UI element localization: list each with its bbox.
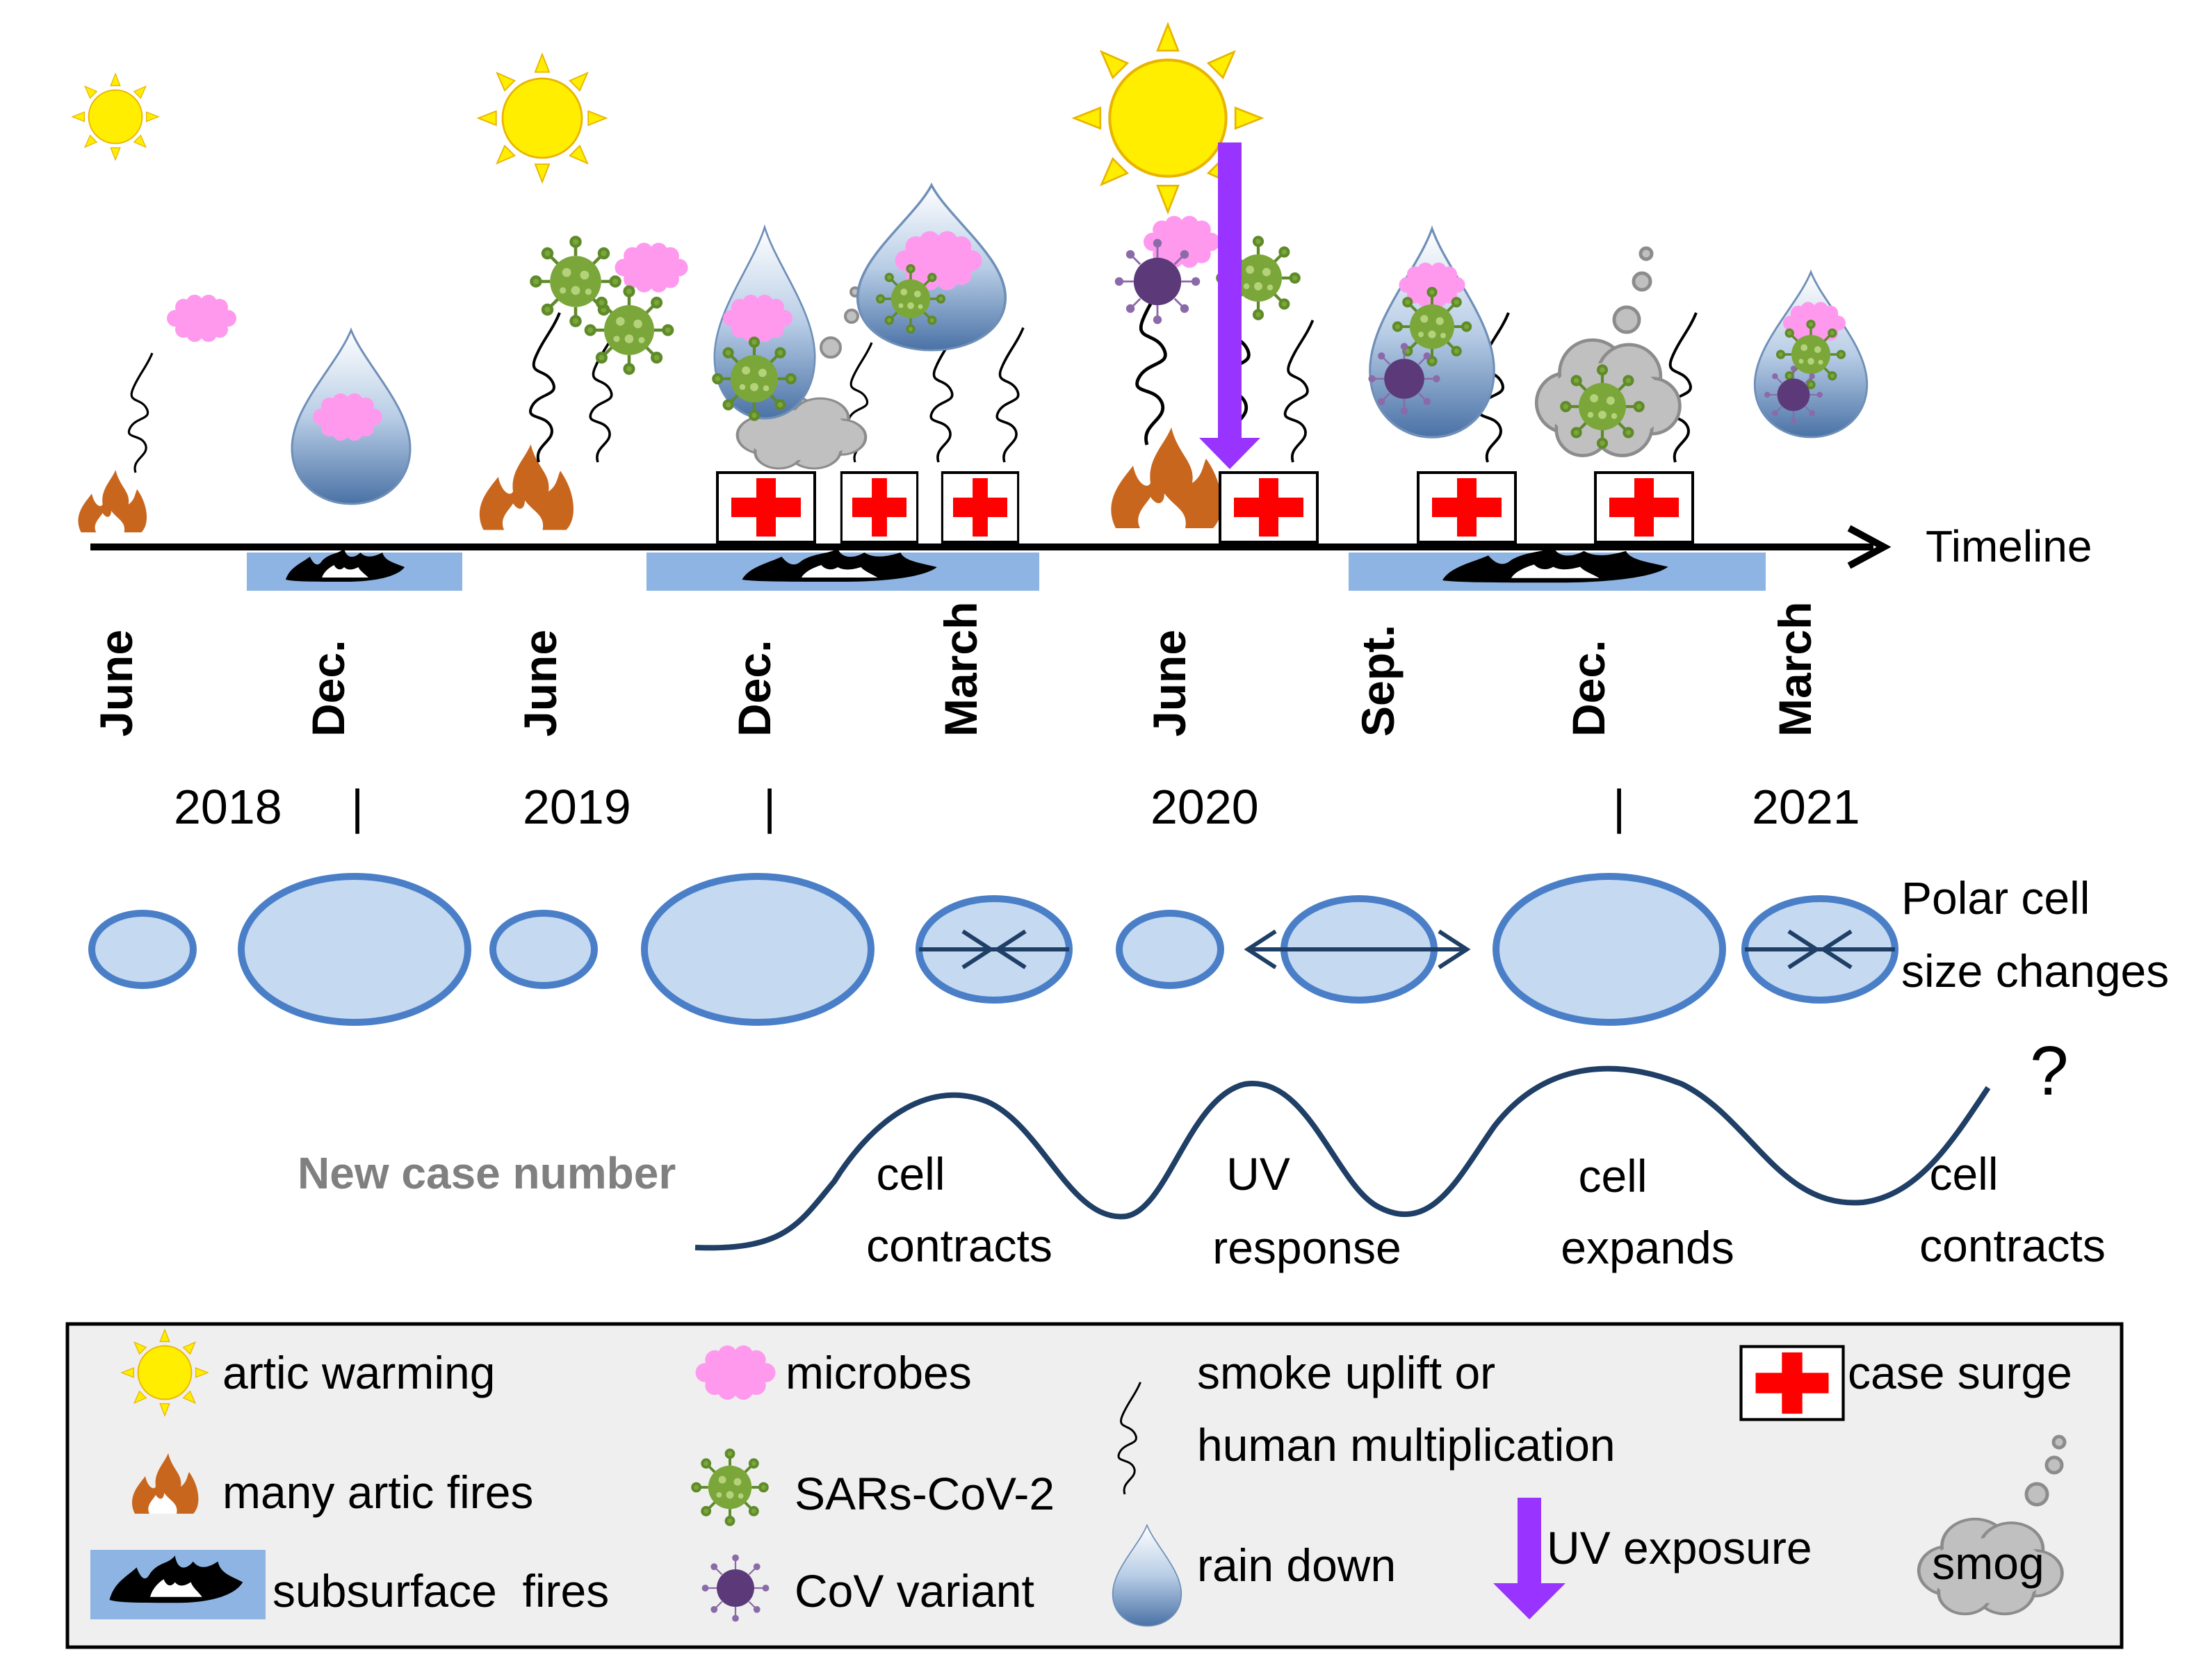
legend-sars: SARs-CoV-2 xyxy=(795,1468,1055,1519)
legend-artic-warming: artic warming xyxy=(222,1347,495,1398)
cov-variant-icon xyxy=(1764,366,1823,424)
legend-smoke-1: smoke uplift or xyxy=(1197,1347,1495,1398)
legend-smoke-2: human multiplication xyxy=(1197,1419,1616,1471)
uv-exposure-icon xyxy=(1493,1498,1566,1619)
month-label: Dec. xyxy=(1563,640,1614,737)
sars-cov-2-icon xyxy=(691,1448,769,1526)
phase-label: cell xyxy=(1578,1150,1647,1202)
phase-label: contracts xyxy=(866,1220,1052,1271)
new-case-curve xyxy=(694,1065,1991,1251)
sun-icon xyxy=(477,53,608,183)
case-surge-icon xyxy=(840,471,919,543)
microbe-icon xyxy=(313,393,382,441)
sars-cov-2-icon xyxy=(1394,288,1470,365)
year-separator: | xyxy=(763,780,776,834)
sars-cov-2-icon xyxy=(586,287,672,373)
subsurface-fire-icon xyxy=(1349,546,1766,591)
legend-case-surge: case surge xyxy=(1848,1347,2072,1398)
case-surge-icon xyxy=(1741,1347,1844,1420)
case-surge-icon xyxy=(716,471,816,543)
year-label: 2019 xyxy=(523,780,631,834)
case-surge-icon xyxy=(1417,471,1517,543)
legend-variant: CoV variant xyxy=(795,1565,1034,1617)
legend-smog: smog xyxy=(1932,1537,2044,1589)
month-label: March xyxy=(1769,602,1821,737)
timeline-axis xyxy=(90,525,1892,569)
year-label: 2020 xyxy=(1150,780,1259,834)
phase-label: UV xyxy=(1226,1148,1290,1200)
smoke-uplift-icon xyxy=(127,352,154,474)
polar-cell xyxy=(641,873,875,1026)
phase-label: contracts xyxy=(1919,1220,2106,1271)
subsurface-fire-icon xyxy=(247,548,462,591)
smog-bubbles-icon xyxy=(1612,246,1654,334)
timeline-label: Timeline xyxy=(1926,521,2092,571)
year-label: 2021 xyxy=(1752,780,1860,834)
sars-cov-2-icon xyxy=(532,238,620,326)
month-label: June xyxy=(514,630,566,737)
fire-icon xyxy=(78,470,147,532)
microbe-icon xyxy=(723,295,792,342)
year-label: 2018 xyxy=(174,780,282,834)
sars-cov-2-icon xyxy=(875,263,946,334)
legend-microbes: microbes xyxy=(786,1347,972,1398)
question-mark: ? xyxy=(2030,1032,2069,1110)
polar-cell xyxy=(489,910,598,989)
month-label: Dec. xyxy=(302,640,354,737)
phase-label: response xyxy=(1212,1222,1401,1273)
month-labels: June Dec. June Dec. March June Sept. Dec. March xyxy=(90,602,1821,737)
uv-exposure-arrow xyxy=(1199,142,1260,469)
smoke-uplift-icon xyxy=(995,326,1025,464)
phase-label: cell xyxy=(876,1148,945,1200)
case-surge-icon xyxy=(1219,471,1319,543)
cov-variant-icon xyxy=(1368,343,1440,415)
case-surge-icon xyxy=(941,471,1020,543)
year-separator: | xyxy=(351,780,364,834)
polar-cell xyxy=(88,910,197,989)
smoke-uplift-icon xyxy=(1283,318,1315,464)
sun-icon xyxy=(72,73,159,161)
month-label: June xyxy=(1144,630,1195,737)
fire-icon xyxy=(479,444,574,530)
legend-subsurface: subsurface fires xyxy=(273,1565,609,1617)
polar-cell-label: size changes xyxy=(1901,945,2169,997)
month-label: Dec. xyxy=(729,640,780,737)
cov-variant-icon xyxy=(1114,238,1201,325)
polar-cell xyxy=(238,873,471,1026)
legend-many-fires: many artic fires xyxy=(222,1466,533,1518)
timeline-scene: Timeline June Dec. June Dec. March June Sept. D… xyxy=(72,24,2092,834)
cell-arrows xyxy=(919,929,1895,970)
phase-label: expands xyxy=(1561,1222,1734,1273)
month-label: June xyxy=(90,630,142,737)
polar-cell-label: Polar cell xyxy=(1901,872,2090,924)
new-case-curve-section: New case number ? cell contracts UV resp… xyxy=(298,1032,2106,1273)
legend-uv: UV exposure xyxy=(1547,1522,1812,1573)
polar-cells xyxy=(88,873,1898,1026)
polar-cell xyxy=(1116,910,1224,989)
legend-rain: rain down xyxy=(1197,1539,1396,1591)
microbe-icon xyxy=(695,1345,776,1400)
month-label: March xyxy=(935,602,986,737)
cov-variant-icon xyxy=(701,1554,770,1622)
smog-bubbles-icon xyxy=(820,286,861,359)
case-surge-icon xyxy=(1594,471,1694,543)
year-labels: 2018 2019 2020 2021 | | | xyxy=(174,780,1860,834)
polar-cell xyxy=(1493,873,1726,1026)
subsurface-fire-icon xyxy=(646,548,1039,591)
legend: artic warming many artic fires subsurfac… xyxy=(65,1322,2124,1649)
smog-bubbles-icon xyxy=(2024,1434,2067,1507)
month-label: Sept. xyxy=(1352,625,1404,737)
smoke-uplift-icon xyxy=(528,311,561,464)
microbe-icon xyxy=(615,243,688,293)
year-separator: | xyxy=(1613,780,1625,834)
phase-label: cell xyxy=(1929,1148,1998,1200)
microbe-icon xyxy=(167,295,236,342)
new-case-label: New case number xyxy=(298,1148,676,1198)
sars-cov-2-icon xyxy=(713,338,795,419)
sars-cov-2-icon xyxy=(1561,366,1643,447)
